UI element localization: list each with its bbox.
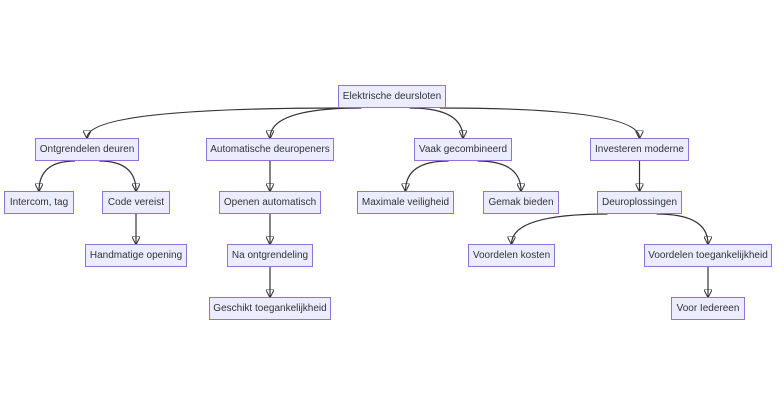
node-voor-iedereen: Voor Iedereen [671,297,745,320]
node-voordelen-toegankelijkheid: Voordelen toegankelijkheid [644,244,772,267]
node-voordelen-kosten: Voordelen kosten [468,244,555,267]
node-code-vereist: Code vereist [102,191,170,214]
edge-n13-n15 [656,213,708,244]
edge-n1-n6 [99,160,136,191]
edge-root-n2 [270,107,362,138]
node-handmatige-opening: Handmatige opening [85,244,187,267]
edge-n13-n14 [512,213,608,244]
edge-root-n4 [439,107,640,138]
node-ontgrendelen-deuren: Ontgrendelen deuren [35,138,139,161]
node-gemak-bieden: Gemak bieden [483,191,559,214]
edge-n1-n5 [39,160,76,191]
node-vaak-gecombineerd: Vaak gecombineerd [414,138,512,161]
node-intercom-tag: Intercom, tag [4,191,74,214]
node-geschikt-toegankelijkheid: Geschikt toegankelijkheid [209,297,331,320]
node-na-ontgrendeling: Na ontgrendeling [227,244,313,267]
node-investeren-moderne: Investeren moderne [590,138,689,161]
edge-n3-n11 [406,160,449,191]
node-deuroplossingen: Deuroplossingen [597,191,682,214]
node-openen-automatisch: Openen automatisch [219,191,321,214]
node-automatische-deuropeners: Automatische deuropeners [206,138,334,161]
edge-root-n1 [87,107,345,138]
edge-root-n3 [409,107,463,138]
node-maximale-veiligheid: Maximale veiligheid [357,191,454,214]
edge-n3-n12 [477,160,522,191]
node-elektrische-deursloten: Elektrische deursloten [338,85,446,108]
